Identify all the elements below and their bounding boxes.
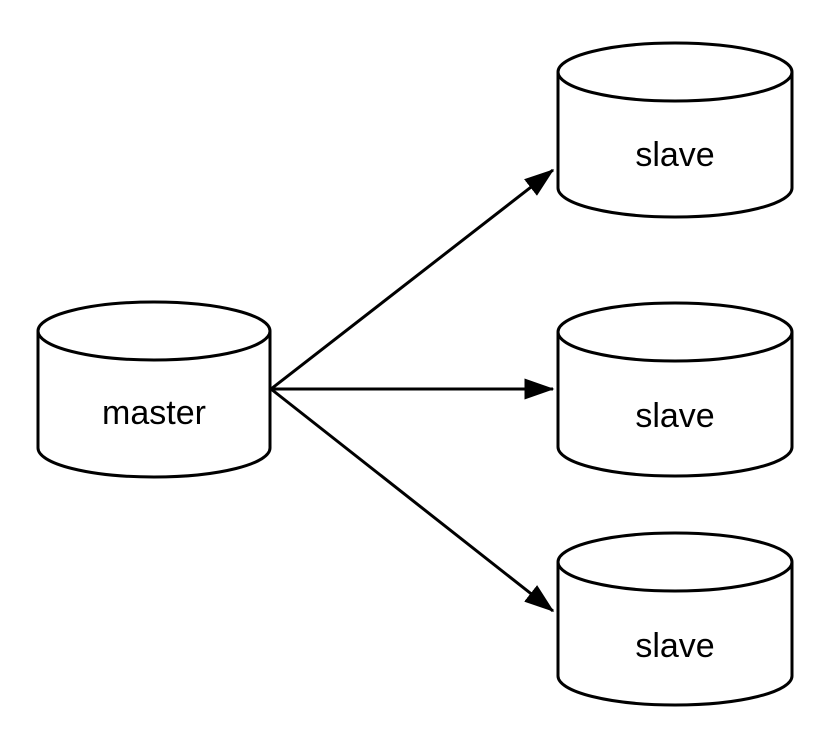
node-label: master <box>102 394 206 432</box>
cylinder-top <box>556 531 794 593</box>
cylinder-top <box>36 300 272 362</box>
edge-master-to-slave-1 <box>270 168 555 391</box>
cylinder-top <box>556 41 794 103</box>
cylinder-body <box>556 332 794 478</box>
node-label: slave <box>635 136 714 174</box>
node-slave-3: slave <box>556 531 794 707</box>
cylinder-body <box>556 72 794 219</box>
node-master: master <box>36 300 272 479</box>
cylinder-body <box>556 562 794 707</box>
cylinder-top <box>556 301 794 363</box>
node-slave-2: slave <box>556 301 794 478</box>
node-label: slave <box>635 397 714 435</box>
node-slave-1: slave <box>556 41 794 219</box>
cylinder-body <box>36 331 272 479</box>
node-label: slave <box>635 627 714 665</box>
edges <box>270 168 555 613</box>
edge-master-to-slave-3 <box>270 387 555 613</box>
